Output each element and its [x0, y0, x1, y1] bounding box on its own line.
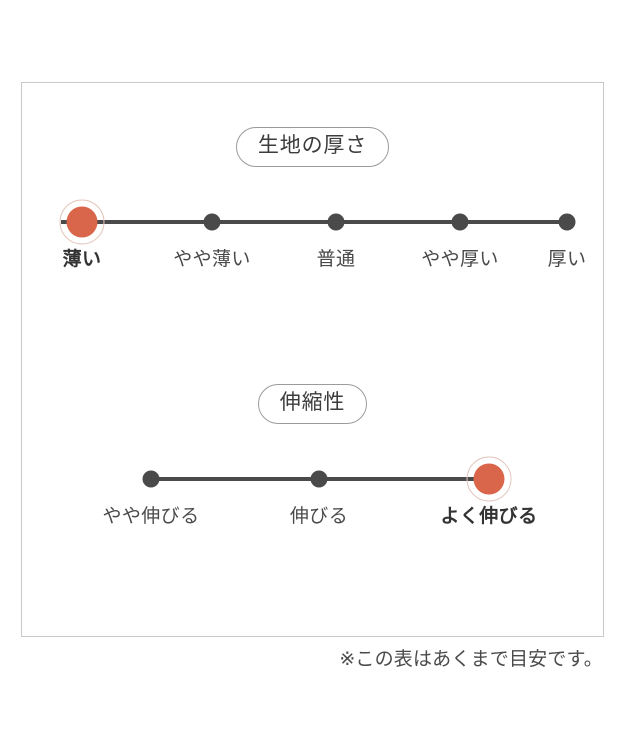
stretch-label-1: 伸びる: [289, 506, 349, 528]
stretch-scale: やや伸びる 伸びる よく伸びる: [22, 456, 603, 547]
active-halo-ring-icon: [466, 456, 512, 502]
section-stretch-title-row: 伸縮性: [22, 384, 603, 425]
section-stretch: 伸縮性 やや伸びる 伸びる よく伸びる: [22, 384, 603, 547]
section-thickness-title-row: 生地の厚さ: [22, 127, 603, 168]
thickness-label-2: 普通: [316, 249, 356, 271]
thickness-dot-1: [203, 213, 221, 231]
stretch-dot-1: [310, 470, 328, 488]
active-halo-ring-icon: [59, 199, 105, 245]
thickness-label-3: やや厚い: [421, 249, 499, 271]
thickness-scale: 薄い やや薄い 普通 やや厚い 厚い: [22, 199, 603, 290]
thickness-scale-track: [61, 220, 567, 225]
thickness-dot-2: [327, 213, 345, 231]
thickness-dot-4: [558, 213, 576, 231]
stretch-label-2: よく伸びる: [440, 506, 538, 528]
thickness-dot-3: [451, 213, 469, 231]
thickness-dot-0: [66, 206, 98, 238]
section-stretch-title: 伸縮性: [257, 384, 368, 425]
section-thickness-title: 生地の厚さ: [235, 127, 390, 168]
thickness-label-4: 厚い: [547, 249, 587, 271]
section-thickness: 生地の厚さ 薄い やや薄い 普通 やや厚い: [22, 127, 603, 290]
thickness-label-0: 薄い: [62, 249, 102, 271]
stretch-dot-2: [473, 463, 505, 495]
spec-frame: 生地の厚さ 薄い やや薄い 普通 やや厚い: [21, 82, 604, 637]
stretch-label-0: やや伸びる: [102, 506, 200, 528]
stretch-dot-0: [142, 470, 160, 488]
footnote: ※この表はあくまで目安です。: [339, 649, 603, 670]
thickness-label-1: やや薄い: [173, 249, 251, 271]
